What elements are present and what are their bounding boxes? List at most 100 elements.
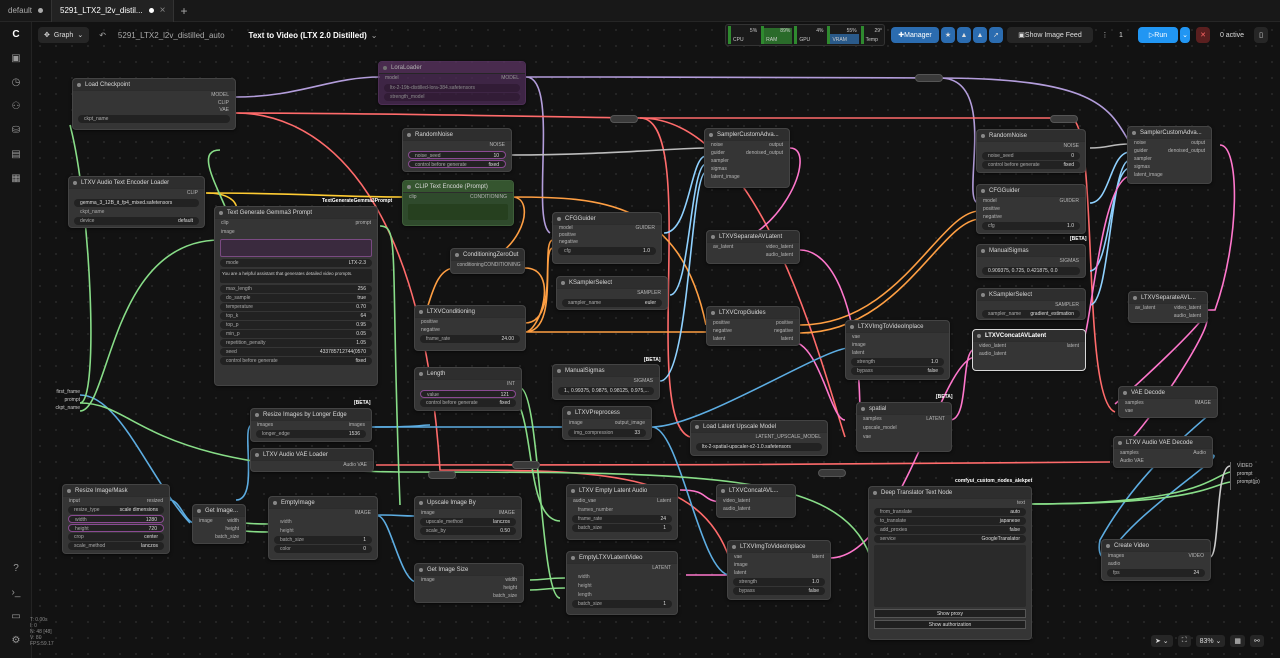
output-video[interactable]: VIDEO [1237, 463, 1253, 469]
input-noise[interactable]: noise [711, 142, 723, 148]
input-vae[interactable]: vae [1125, 408, 1134, 414]
output-audio-latent[interactable]: audio_latent [1173, 313, 1201, 319]
input-image[interactable]: image [569, 420, 583, 426]
input-positive[interactable]: positive [559, 232, 576, 238]
height-widget[interactable]: height [572, 582, 672, 590]
output-batch-size[interactable]: batch_size [493, 593, 517, 599]
warning-icon[interactable]: ▲ [957, 27, 971, 43]
input-latent-image[interactable]: latent_image [1134, 172, 1163, 178]
output-noise[interactable]: NOISE [1063, 143, 1079, 149]
input-negative[interactable]: negative [713, 328, 732, 334]
output-prompt[interactable]: prompt [1237, 471, 1253, 477]
input-latent[interactable]: latent [713, 336, 726, 342]
reroute-node[interactable] [610, 115, 638, 123]
output-conditioning[interactable]: CONDITIONING [470, 194, 507, 200]
tab-workflow[interactable]: 5291_LTX2_l2v_distil...× [51, 0, 175, 22]
text-textarea[interactable] [408, 204, 508, 220]
output-vae[interactable]: VAE [219, 107, 229, 113]
output-prompt[interactable]: prompt [355, 220, 371, 226]
panel-toggle-icon[interactable]: ▯ [1254, 27, 1268, 43]
output-latent[interactable]: Latent [657, 498, 671, 504]
output-latent[interactable]: latent [1066, 343, 1079, 349]
input-samples[interactable]: samples [863, 416, 882, 422]
output-audio-latent[interactable]: audio_latent [765, 252, 793, 258]
input-video-latent[interactable]: video_latent [979, 343, 1006, 349]
output-width[interactable]: width [505, 577, 517, 583]
zoom-control[interactable]: 83% ⌄ [1195, 635, 1226, 647]
input-vae[interactable]: vae [863, 434, 872, 440]
input-latent-image[interactable]: latent_image [711, 174, 740, 180]
input-upscale-model[interactable]: upscale_model [863, 425, 897, 431]
pointer-mode-icon[interactable]: ➤ ⌄ [1151, 635, 1173, 647]
input-positive[interactable]: positive [983, 206, 1000, 212]
settings-gear-icon[interactable]: ⚙ [11, 635, 21, 646]
input-vae[interactable]: vae [852, 334, 861, 340]
new-tab-icon[interactable]: + [180, 3, 188, 18]
output-sigmas[interactable]: SIGMAS [1059, 258, 1079, 264]
output-model[interactable]: MODEL [211, 92, 229, 98]
output-positive[interactable]: positive [776, 320, 793, 326]
drag-handle-icon[interactable]: ⋮ [1101, 32, 1109, 39]
tab-default[interactable]: default [0, 0, 51, 22]
sigmas-widget[interactable]: 1., 0.99375, 0.9875, 0.98125, 0.975,... [558, 387, 654, 395]
share-icon[interactable]: ➚ [989, 27, 1003, 43]
reroute-node[interactable] [818, 469, 846, 477]
output-guider[interactable]: GUIDER [635, 225, 655, 231]
frames-number-widget[interactable]: frames_number [572, 506, 672, 514]
subgraph-inputs[interactable]: first_frame prompt ckpt_name [32, 388, 80, 418]
input-image[interactable]: image [199, 518, 213, 524]
output-height[interactable]: height [503, 585, 517, 591]
input-first-frame[interactable]: first_frame [56, 389, 80, 395]
input-av-latent[interactable]: av_latent [713, 244, 734, 250]
manual-sigmas-node-1[interactable]: ManualSigmas SIGMAS 1., 0.99375, 0.9875,… [552, 364, 660, 400]
output-denoised[interactable]: denoised_output [746, 150, 783, 156]
close-tab-icon[interactable]: × [159, 5, 166, 16]
input-samples[interactable]: samples [1125, 400, 1144, 406]
output-model[interactable]: MODEL [501, 75, 519, 81]
comfy-logo-icon[interactable]: C [12, 29, 20, 40]
sigmas-widget[interactable]: 0.909375, 0.725, 0.421875, 0.0 [982, 267, 1080, 275]
input-prompt[interactable]: prompt [64, 397, 80, 403]
input-samples[interactable]: samples [1120, 450, 1139, 456]
input-sampler[interactable]: sampler [1134, 156, 1152, 162]
output-clip[interactable]: CLIP [217, 100, 229, 106]
reroute-node[interactable] [915, 74, 943, 82]
output-latent[interactable]: latent [811, 554, 824, 560]
input-guider[interactable]: guider [1134, 148, 1148, 154]
text-encoder-widget[interactable]: gemma_3_12B_it_fp4_mixed.safetensors [74, 199, 199, 207]
input-image[interactable]: image [852, 342, 866, 348]
output-width[interactable]: width [227, 518, 239, 524]
